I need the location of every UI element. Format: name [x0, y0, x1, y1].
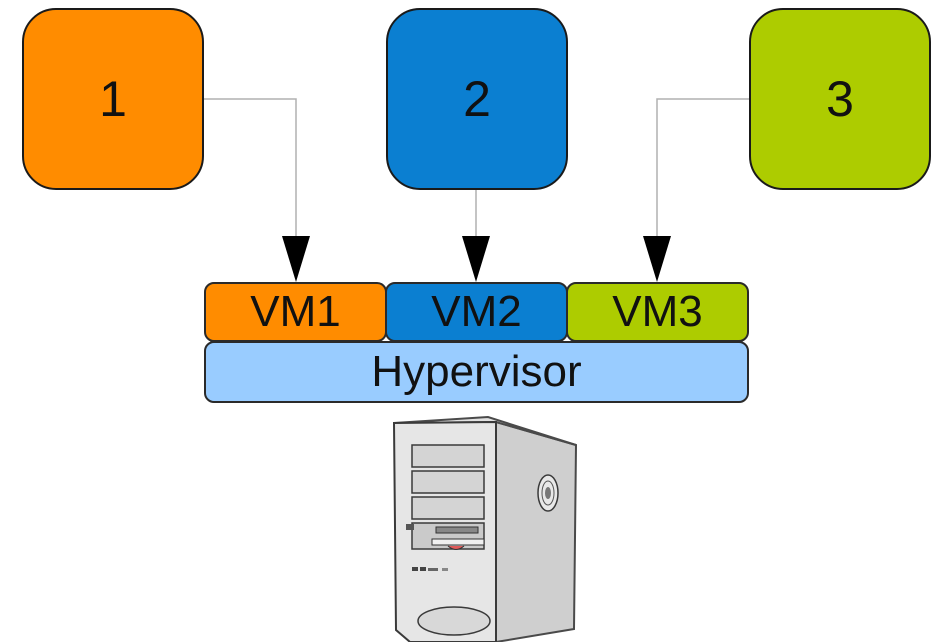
connector-user3-vm3	[643, 98, 749, 282]
user-box-1-label: 1	[99, 71, 127, 127]
hypervisor-layer: Hypervisor	[204, 341, 749, 403]
user-box-3: 3	[749, 8, 931, 190]
server-tower-icon	[392, 415, 578, 642]
vm-box-3: VM3	[566, 282, 749, 342]
connector-user1-vm1	[204, 98, 310, 282]
hypervisor-label: Hypervisor	[371, 347, 582, 396]
vm-box-3-label: VM3	[612, 287, 703, 336]
vm-box-2-label: VM2	[431, 287, 522, 336]
vm-box-1: VM1	[204, 282, 387, 342]
connector-user2-vm2	[462, 190, 490, 282]
user-box-3-label: 3	[826, 71, 854, 127]
vm-box-1-label: VM1	[250, 287, 341, 336]
vm-box-2: VM2	[385, 282, 568, 342]
user-box-2: 2	[386, 8, 568, 190]
user-box-2-label: 2	[463, 71, 491, 127]
user-box-1: 1	[22, 8, 204, 190]
